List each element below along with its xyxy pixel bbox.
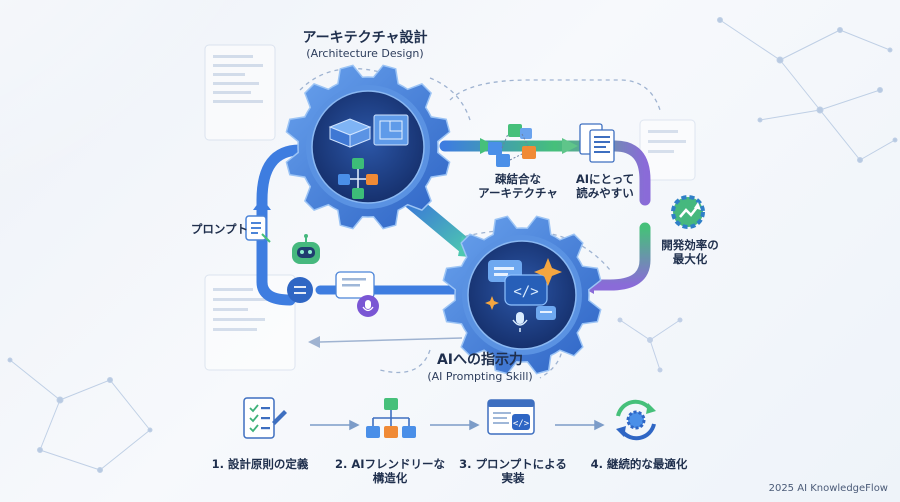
code-window-icon: </>: [487, 399, 535, 435]
prompting-subtitle: (AI Prompting Skill): [427, 370, 533, 383]
ai-readable-line1: AIにとって: [575, 172, 635, 186]
loose-coupling-icon: [488, 124, 536, 167]
flow-top: [439, 140, 651, 206]
mic-badge-icon: [357, 295, 379, 317]
flow-left-arrowhead: [253, 198, 271, 210]
step-2-line2: 構造化: [372, 471, 408, 486]
svg-text:</>: </>: [513, 419, 530, 429]
step-arrows: [310, 419, 605, 431]
loose-coupling-line2: アーキテクチャ: [478, 186, 558, 201]
step-2: 2. AIフレンドリーな 構造化: [325, 457, 455, 486]
step-3-line2: 実装: [501, 471, 525, 486]
microphone-icon: [512, 312, 528, 332]
robot-icon: [292, 234, 320, 264]
hierarchy-icon: [366, 398, 416, 438]
continuous-optimization-icon: [616, 399, 656, 441]
footer-credit: 2025 AI KnowledgeFlow: [768, 483, 888, 494]
flow-bottom-thin-arrowhead: [308, 336, 320, 348]
code-brackets-icon: </>: [504, 274, 548, 306]
loose-coupling-line1: 疎結合な: [495, 172, 541, 186]
chat-bubble-icon: [335, 271, 375, 299]
readable-document-icon: [579, 123, 615, 163]
efficiency-gear-icon: [671, 195, 705, 229]
prompt-document-icon: [245, 215, 271, 243]
flow-top-arrowhead-2: [562, 138, 578, 154]
sparkle-icon: [485, 258, 562, 310]
efficiency-line1: 開発効率の: [661, 238, 719, 252]
checklist-icon: [243, 397, 287, 439]
flow-right: [579, 222, 651, 291]
step-3: 3. プロンプトによる 実装: [448, 457, 578, 486]
step-2-line1: 2. AIフレンドリーな: [334, 457, 446, 471]
flow-bottom-thin: [319, 337, 463, 343]
code-panel-right: [639, 119, 696, 181]
prompt-label: プロンプト: [190, 222, 248, 236]
architecture-title: アーキテクチャ設計: [302, 30, 428, 46]
prompting-title: AIへの指示力: [436, 352, 524, 368]
ai-readable-line2: 読みやすい: [576, 186, 634, 201]
network-decoration-top-right: [717, 17, 898, 163]
loose-coupling-label: 疎結合な アーキテクチャ: [468, 172, 568, 201]
flow-connector-icon: [287, 277, 313, 303]
blueprint-icon: [328, 114, 409, 148]
code-panel-left-top: [204, 44, 276, 141]
architecture-subtitle: (Architecture Design): [306, 47, 424, 60]
ai-readable-label: AIにとって 読みやすい: [560, 172, 650, 201]
step-3-line1: 3. プロンプトによる: [459, 457, 567, 471]
module-blocks-icon: [338, 158, 378, 199]
step-1: 1. 設計原則の定義: [195, 457, 325, 471]
code-panel-left-bottom: [204, 274, 296, 371]
efficiency-label: 開発効率の 最大化: [650, 238, 730, 267]
efficiency-line2: 最大化: [672, 252, 708, 267]
flow-left-lower: [256, 226, 296, 306]
step-1-line1: 1. 設計原則の定義: [211, 457, 309, 471]
network-decoration-right: [617, 317, 683, 373]
svg-text:</>: </>: [513, 284, 538, 300]
architecture-gear: [285, 64, 451, 230]
network-decoration-bottom-left: [7, 357, 153, 473]
step-4: 4. 継続的な最適化: [574, 457, 704, 471]
gear-arch-core: [311, 90, 425, 204]
step-4-line1: 4. 継続的な最適化: [590, 457, 688, 471]
speech-bubble-icon: [536, 306, 556, 320]
